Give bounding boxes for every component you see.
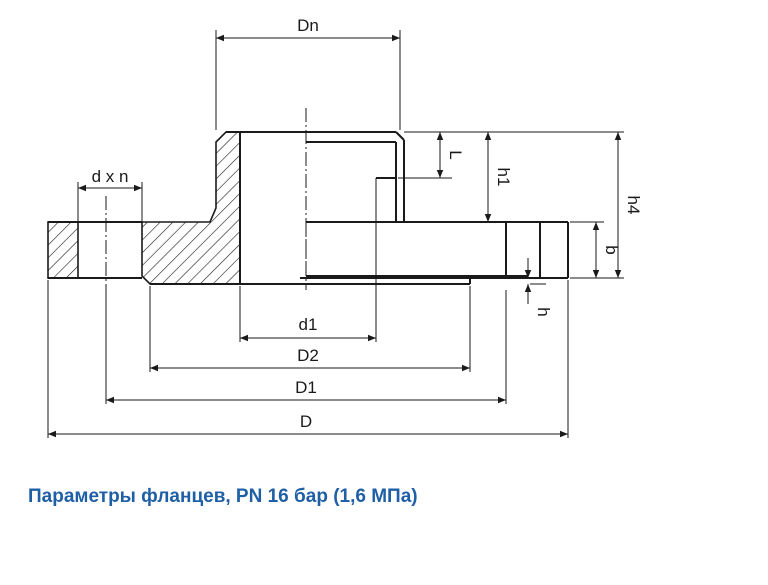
caption: Параметры фланцев, PN 16 бар (1,6 МПа) [28, 486, 418, 507]
flange-drawing: Dn d x n d1 D2 D1 D L h1 h4 b h [47, 16, 643, 438]
label-b: b [602, 245, 621, 254]
label-Dn: Dn [297, 16, 319, 35]
center-lines [105, 108, 307, 290]
dimension-lines [48, 34, 622, 438]
hatched-sections [47, 131, 241, 285]
label-D1: D1 [295, 378, 317, 397]
dimension-labels: Dn d x n d1 D2 D1 D L h1 h4 b h [92, 16, 643, 431]
label-d1: d1 [299, 315, 318, 334]
label-D: D [300, 412, 312, 431]
body-section-left [141, 131, 241, 285]
bolt-section-left [47, 221, 79, 279]
label-h4: h4 [624, 196, 643, 215]
label-L: L [446, 150, 465, 159]
flange-outline [48, 131, 569, 285]
label-dxn: d x n [92, 167, 129, 186]
extension-lines [47, 30, 624, 438]
label-h1: h1 [494, 168, 513, 187]
label-h: h [534, 307, 553, 316]
label-D2: D2 [297, 346, 319, 365]
